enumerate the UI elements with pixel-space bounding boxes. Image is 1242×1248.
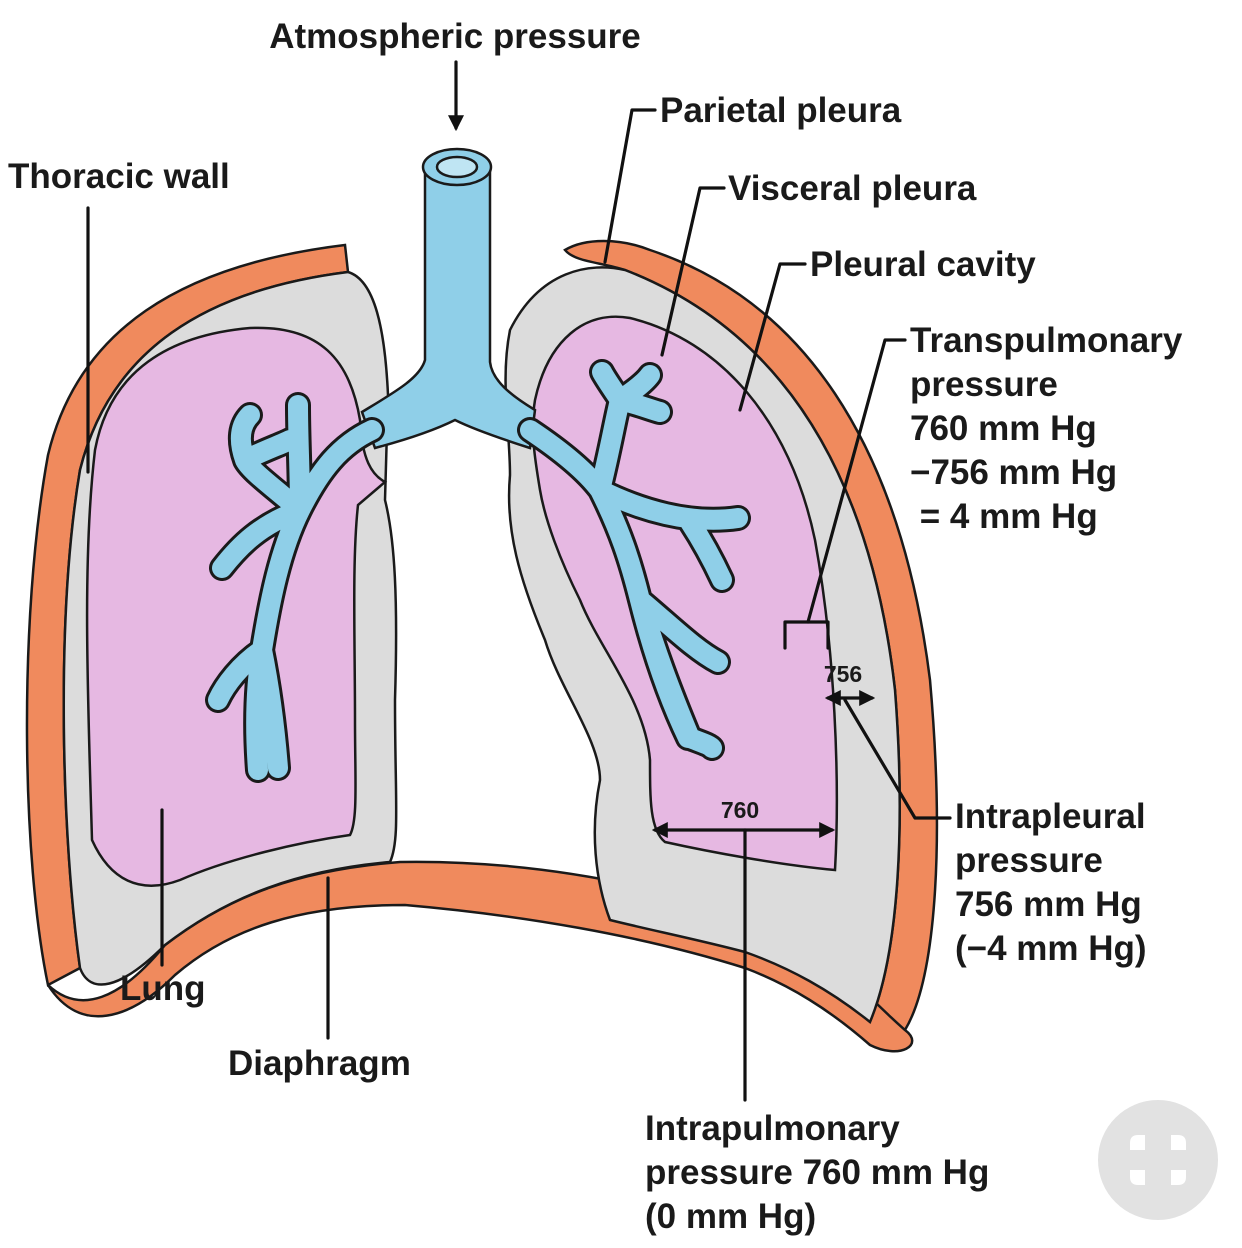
label-visceral-pleura: Visceral pleura xyxy=(728,169,977,208)
label-pleural-cavity: Pleural cavity xyxy=(810,245,1036,284)
label-thoracic-wall: Thoracic wall xyxy=(8,157,230,196)
visceral-pleura-leader xyxy=(660,186,726,357)
label-lung: Lung xyxy=(120,969,206,1008)
transpulmonary-leader xyxy=(806,338,907,624)
value-760: 760 xyxy=(721,797,759,823)
parietal-pleura-leader xyxy=(603,108,657,264)
value-756: 756 xyxy=(824,661,862,687)
label-atmospheric-pressure: Atmospheric pressure xyxy=(269,17,641,56)
label-parietal-pleura: Parietal pleura xyxy=(660,91,902,130)
left-bronchial-tree xyxy=(205,392,385,783)
plus-badge-icon[interactable] xyxy=(1098,1100,1218,1220)
leader-lines xyxy=(86,60,952,1102)
label-transpulmonary: Transpulmonary pressure 760 mm Hg −756 m… xyxy=(910,321,1192,536)
label-intrapleural: Intrapleural pressure 756 mm Hg (−4 mm H… xyxy=(955,797,1155,968)
airway-tree xyxy=(205,147,751,783)
transpulmonary-bracket xyxy=(783,620,830,650)
label-intrapulmonary: Intrapulmonary pressure 760 mm Hg (0 mm … xyxy=(645,1109,999,1236)
trachea xyxy=(360,168,537,450)
labels: Atmospheric pressure Thoracic wall Parie… xyxy=(8,17,1192,1236)
label-diaphragm: Diaphragm xyxy=(228,1044,411,1083)
right-bronchial-tree xyxy=(517,359,751,761)
trachea-lumen xyxy=(435,155,479,179)
pleural-cavity-leader xyxy=(738,262,807,412)
intrapleural-leader xyxy=(843,698,952,820)
